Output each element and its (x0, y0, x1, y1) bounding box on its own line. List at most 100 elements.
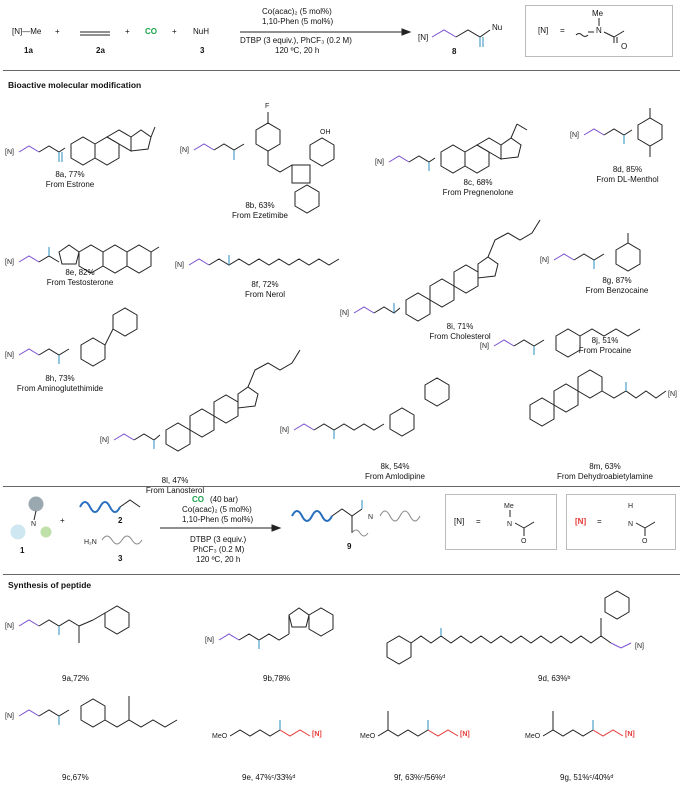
n-symbol: [N] (538, 26, 549, 35)
co-reagent: CO (192, 495, 204, 504)
structure-8f: [N] (175, 255, 340, 269)
source-8b: From Ezetimibe (231, 211, 288, 220)
svg-text:[N]: [N] (180, 147, 189, 154)
structure-8l: [N] (100, 349, 301, 452)
equals-sign: = (597, 517, 602, 526)
source-8m: From Dehydroabietylamine (556, 472, 654, 481)
yield-8m: 8m, 63% (589, 462, 621, 471)
condition-catalyst: Co(acac)₂ (5 mol%) (182, 505, 252, 514)
svg-text:N: N (31, 521, 36, 528)
svg-text:MeO: MeO (525, 733, 541, 740)
yield-8g: 8g, 87% (602, 276, 632, 285)
section-title-bioactive: Bioactive molecular modification (8, 80, 142, 90)
equals-sign: = (560, 26, 565, 35)
structure-9b: [N] (205, 607, 334, 649)
condition-oxidant: DTBP (3 equiv.) (190, 535, 247, 544)
ethylene-icon (80, 31, 110, 36)
yield-8i: 8i, 71% (446, 322, 474, 331)
source-8l: From Lanosterol (145, 486, 205, 495)
yield-9b: 9b,78% (263, 674, 291, 683)
svg-text:MeO: MeO (212, 733, 228, 740)
divider (3, 486, 680, 487)
reaction-arrow (160, 524, 282, 532)
yield-8e: 8e, 82% (65, 268, 95, 277)
svg-text:[N]: [N] (375, 159, 384, 166)
plus-sign: + (60, 516, 65, 525)
yield-8c: 8c, 68% (463, 178, 493, 187)
label-3: 3 (118, 554, 123, 563)
equals-sign: = (476, 517, 481, 526)
reagent-n-me: [N]—Me (12, 27, 42, 36)
structure-8k: [N] (280, 377, 450, 439)
svg-text:[N]: [N] (5, 352, 14, 359)
condition-ligand: 1,10-Phen (5 mol%) (182, 515, 254, 524)
source-8f: From Nerol (244, 290, 285, 299)
svg-text:[N]: [N] (340, 310, 349, 317)
co-reagent: CO (145, 27, 157, 36)
plus-sign: + (125, 27, 130, 36)
svg-text:[N]: [N] (460, 731, 470, 738)
source-8i: From Cholesterol (429, 332, 491, 341)
svg-text:O: O (521, 538, 527, 545)
methyl-acetamide-structure: MeN O (504, 503, 535, 545)
svg-text:[N]: [N] (175, 262, 184, 269)
acetamide-nh-structure: HN O (628, 503, 656, 545)
structure-9g: MeO [N] (525, 711, 635, 740)
yield-9a: 9a,72% (62, 674, 90, 683)
n-symbol: [N] (454, 517, 465, 526)
n-symbol-red: [N] (575, 517, 587, 526)
structure-9c: [N] (5, 696, 178, 728)
source-8e: From Testosterone (46, 278, 114, 287)
section-title-peptide: Synthesis of peptide (8, 580, 92, 590)
structure-9d: [N] (386, 590, 644, 665)
svg-text:[N]: [N] (5, 623, 14, 630)
svg-text:N: N (628, 521, 633, 528)
label-3: 3 (200, 46, 205, 55)
co-pressure: (40 bar) (210, 495, 239, 504)
source-8c: From Pregnenolone (442, 188, 514, 197)
svg-text:F: F (265, 103, 269, 110)
yield-9g: 9g, 51%ᶜ/40%ᵈ (560, 773, 614, 782)
source-8d: From DL-Menthol (596, 175, 659, 184)
yield-9e: 9e, 47%ᶜ/33%ᵈ (242, 773, 296, 782)
oxygen-label: O (621, 42, 628, 51)
divider (3, 574, 680, 575)
structure-9a: [N] (5, 605, 130, 643)
svg-text:[N]: [N] (635, 643, 644, 650)
yield-8k: 8k, 54% (380, 462, 410, 471)
svg-text:N: N (507, 521, 512, 528)
condition-temperature: 120 ºC, 20 h (196, 555, 241, 564)
svg-text:N: N (368, 514, 373, 521)
product-n: [N] (418, 33, 429, 42)
svg-text:[N]: [N] (205, 637, 214, 644)
svg-text:[N]: [N] (570, 132, 579, 139)
amine-substrate-icon: N (10, 496, 52, 540)
plus-sign: + (172, 27, 177, 36)
structure-9e: MeO [N] (212, 720, 322, 740)
condition-temperature: 120 ºC, 20 h (275, 46, 320, 55)
yield-8a: 8a, 77% (55, 170, 85, 179)
nuh-reagent: NuH (193, 27, 210, 36)
yield-9c: 9c,67% (62, 773, 89, 782)
svg-text:[N]: [N] (5, 259, 14, 266)
label-8: 8 (452, 47, 457, 56)
plus-sign: + (55, 27, 60, 36)
svg-text:[N]: [N] (5, 149, 14, 156)
svg-text:H: H (628, 503, 633, 510)
svg-text:Me: Me (504, 503, 514, 510)
alkene-chain-2 (79, 499, 141, 513)
nitrogen-label: N (596, 26, 602, 35)
svg-text:H₂N: H₂N (84, 539, 97, 546)
structure-8b: [N] F OH (180, 103, 335, 214)
structure-9f: MeO [N] (360, 711, 470, 740)
amine-chain-3: H₂N (84, 535, 143, 546)
yield-9d: 9d, 63%ᵇ (538, 674, 571, 683)
product-8-structure (431, 29, 491, 47)
svg-text:[N]: [N] (312, 731, 322, 738)
yield-8f: 8f, 72% (251, 280, 279, 289)
label-1: 1 (20, 546, 25, 555)
condition-oxidant: DTBP (3 equiv.), PhCF₃ (0.2 M) (240, 36, 352, 45)
divider (3, 70, 680, 71)
